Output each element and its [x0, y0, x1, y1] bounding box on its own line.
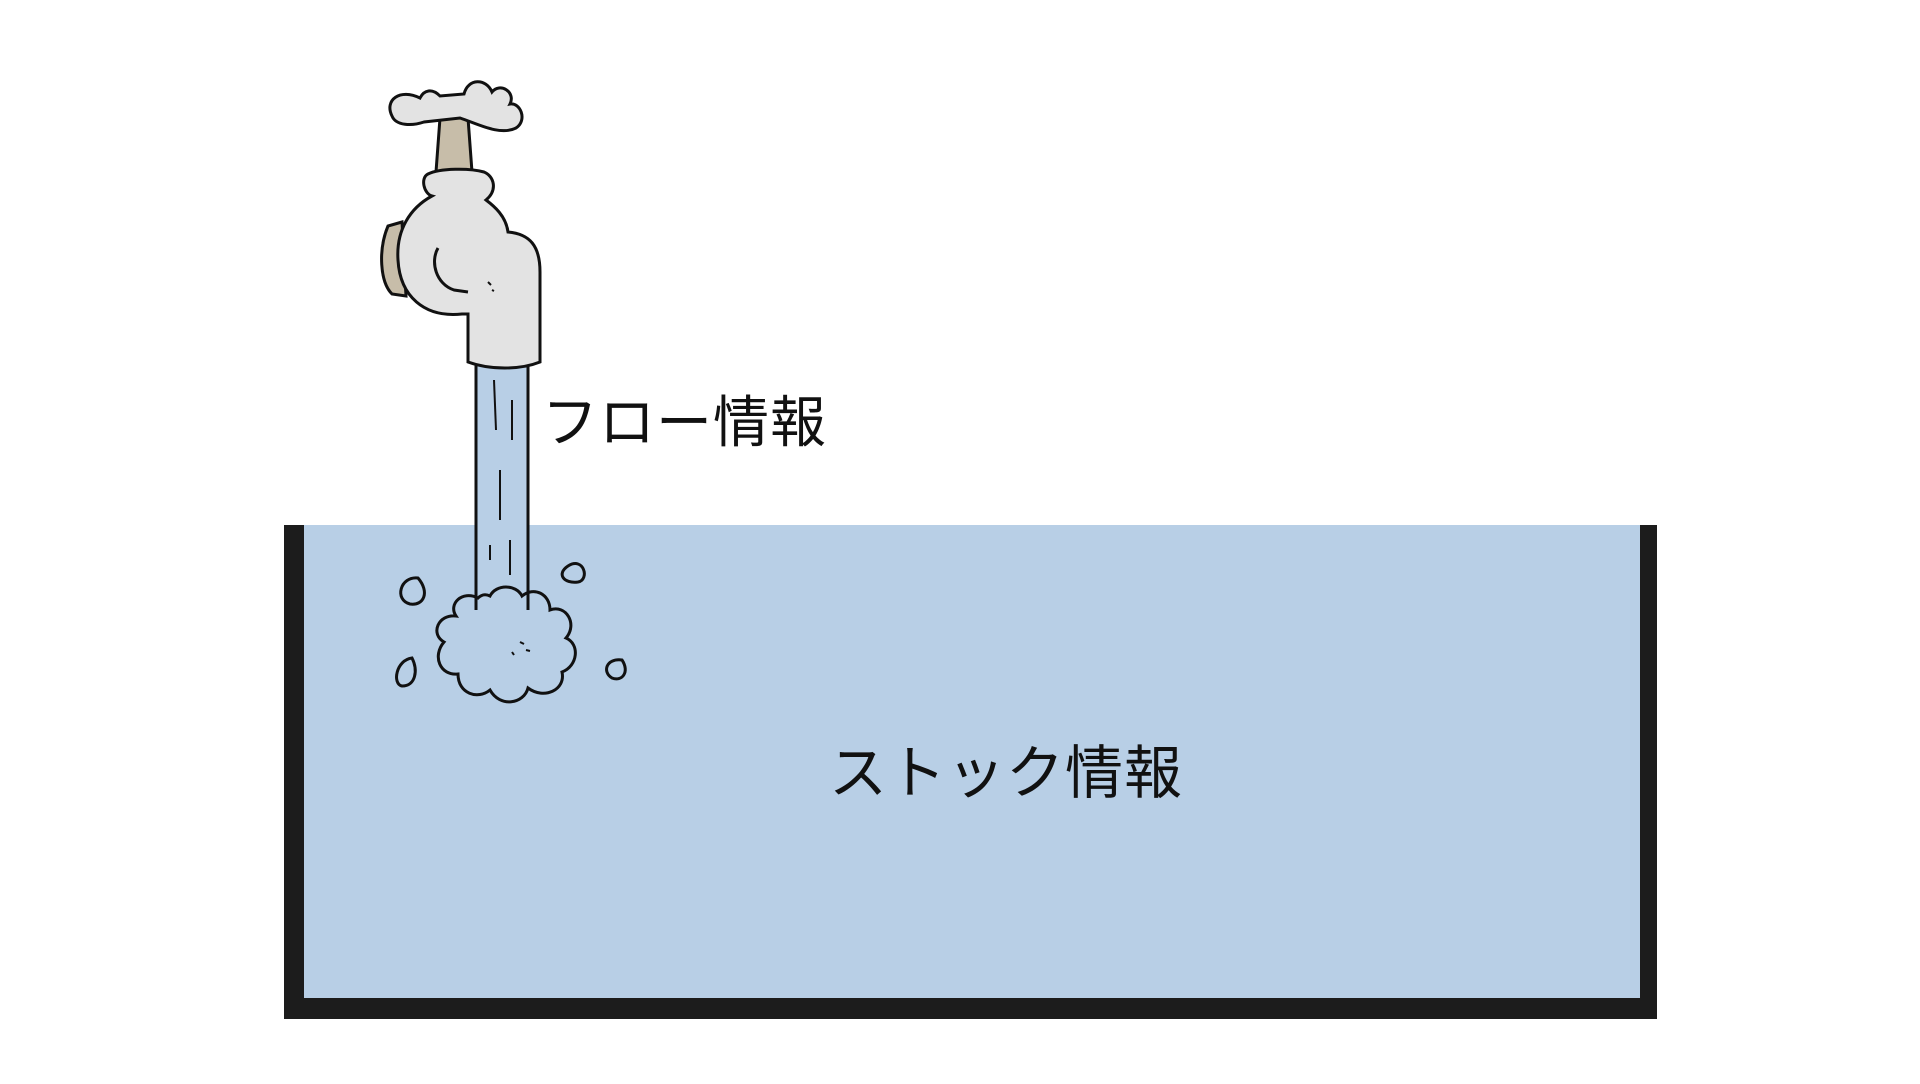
tank-bottom-wall	[284, 998, 1657, 1019]
stock-information-label-wrapper: ストック情報	[0, 744, 1920, 802]
flow-information-label: フロー情報	[542, 396, 827, 452]
droplet-icon	[562, 564, 584, 583]
water-stream	[476, 360, 528, 610]
droplet-icon	[607, 660, 626, 679]
droplet-icon	[401, 578, 425, 604]
faucet-icon	[382, 82, 540, 368]
stock-information-label: ストック情報	[829, 744, 1183, 802]
